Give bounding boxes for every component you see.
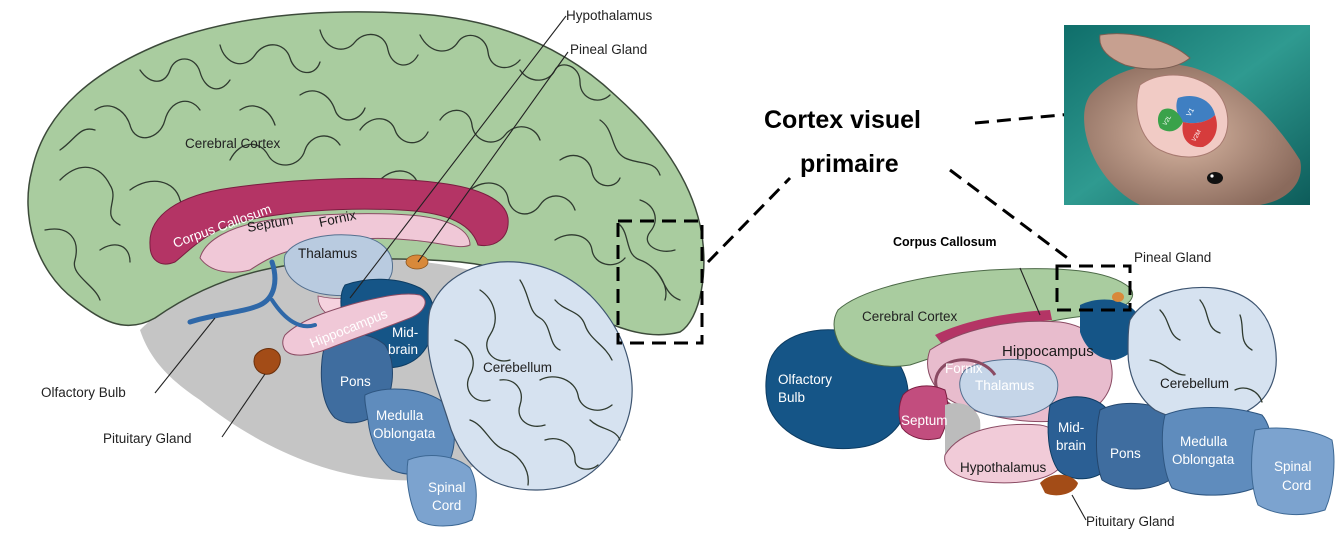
mouse-label-medulla-1: Medulla [1180, 434, 1228, 449]
mouse-label-fornix: Fornix [945, 361, 983, 376]
human-label-cerebellum: Cerebellum [483, 360, 552, 375]
human-brain: Cerebral Cortex Corpus Callosum Septum F… [28, 8, 704, 526]
mouse-label-olfactory-1: Olfactory [778, 372, 832, 387]
mouse-label-pons: Pons [1110, 446, 1141, 461]
callout-line-1: Cortex visuel [764, 106, 921, 134]
human-label-midbrain-1: Mid- [392, 325, 418, 340]
mouse-cerebellum [1128, 287, 1276, 420]
mouse-brain: Corpus Callosum Pineal Gland Cerebral Co… [766, 235, 1334, 529]
callout-line-2: primaire [800, 150, 899, 178]
mouse-label-hypothalamus: Hypothalamus [960, 460, 1047, 475]
human-label-hypothalamus: Hypothalamus [566, 8, 653, 23]
mouse-photo-eye-shine [1210, 174, 1213, 177]
mouse-leader-pituitary-gland [1072, 495, 1086, 520]
human-label-spinal-1: Spinal [428, 480, 466, 495]
mouse-label-septum: Septum [901, 413, 948, 428]
human-label-pons: Pons [340, 374, 371, 389]
mouse-label-corpus-callosum: Corpus Callosum [893, 235, 997, 249]
mouse-label-thalamus: Thalamus [975, 378, 1035, 393]
mouse-label-spinal-2: Cord [1282, 478, 1311, 493]
human-label-spinal-2: Cord [432, 498, 461, 513]
human-label-cerebral-cortex: Cerebral Cortex [185, 136, 281, 151]
human-label-midbrain-2: brain [388, 342, 418, 357]
mouse-label-pineal-gland: Pineal Gland [1134, 250, 1211, 265]
mouse-label-midbrain-1: Mid- [1058, 420, 1084, 435]
mouse-pineal-gland [1112, 292, 1124, 302]
human-label-olfactory-bulb: Olfactory Bulb [41, 385, 126, 400]
mouse-label-hippocampus: Hippocampus [1002, 343, 1094, 360]
human-pineal-gland [406, 255, 428, 269]
human-label-pineal-gland: Pineal Gland [570, 42, 647, 57]
mouse-label-cerebral-cortex: Cerebral Cortex [862, 309, 958, 324]
mouse-label-spinal-1: Spinal [1274, 459, 1312, 474]
callout-dash-to-human [708, 178, 790, 262]
mouse-photo-eye [1207, 172, 1223, 184]
mouse-label-pituitary-gland: Pituitary Gland [1086, 514, 1175, 529]
human-label-medulla-1: Medulla [376, 408, 424, 423]
mouse-photo: V1 V2L V2M [1064, 25, 1310, 205]
mouse-label-midbrain-2: brain [1056, 438, 1086, 453]
mouse-label-medulla-2: Oblongata [1172, 452, 1235, 467]
human-label-medulla-2: Oblongata [373, 426, 436, 441]
human-label-pituitary-gland: Pituitary Gland [103, 431, 192, 446]
human-label-thalamus: Thalamus [298, 246, 358, 261]
mouse-label-olfactory-2: Bulb [778, 390, 805, 405]
mouse-label-cerebellum: Cerebellum [1160, 376, 1229, 391]
human-pituitary-gland [254, 349, 280, 375]
